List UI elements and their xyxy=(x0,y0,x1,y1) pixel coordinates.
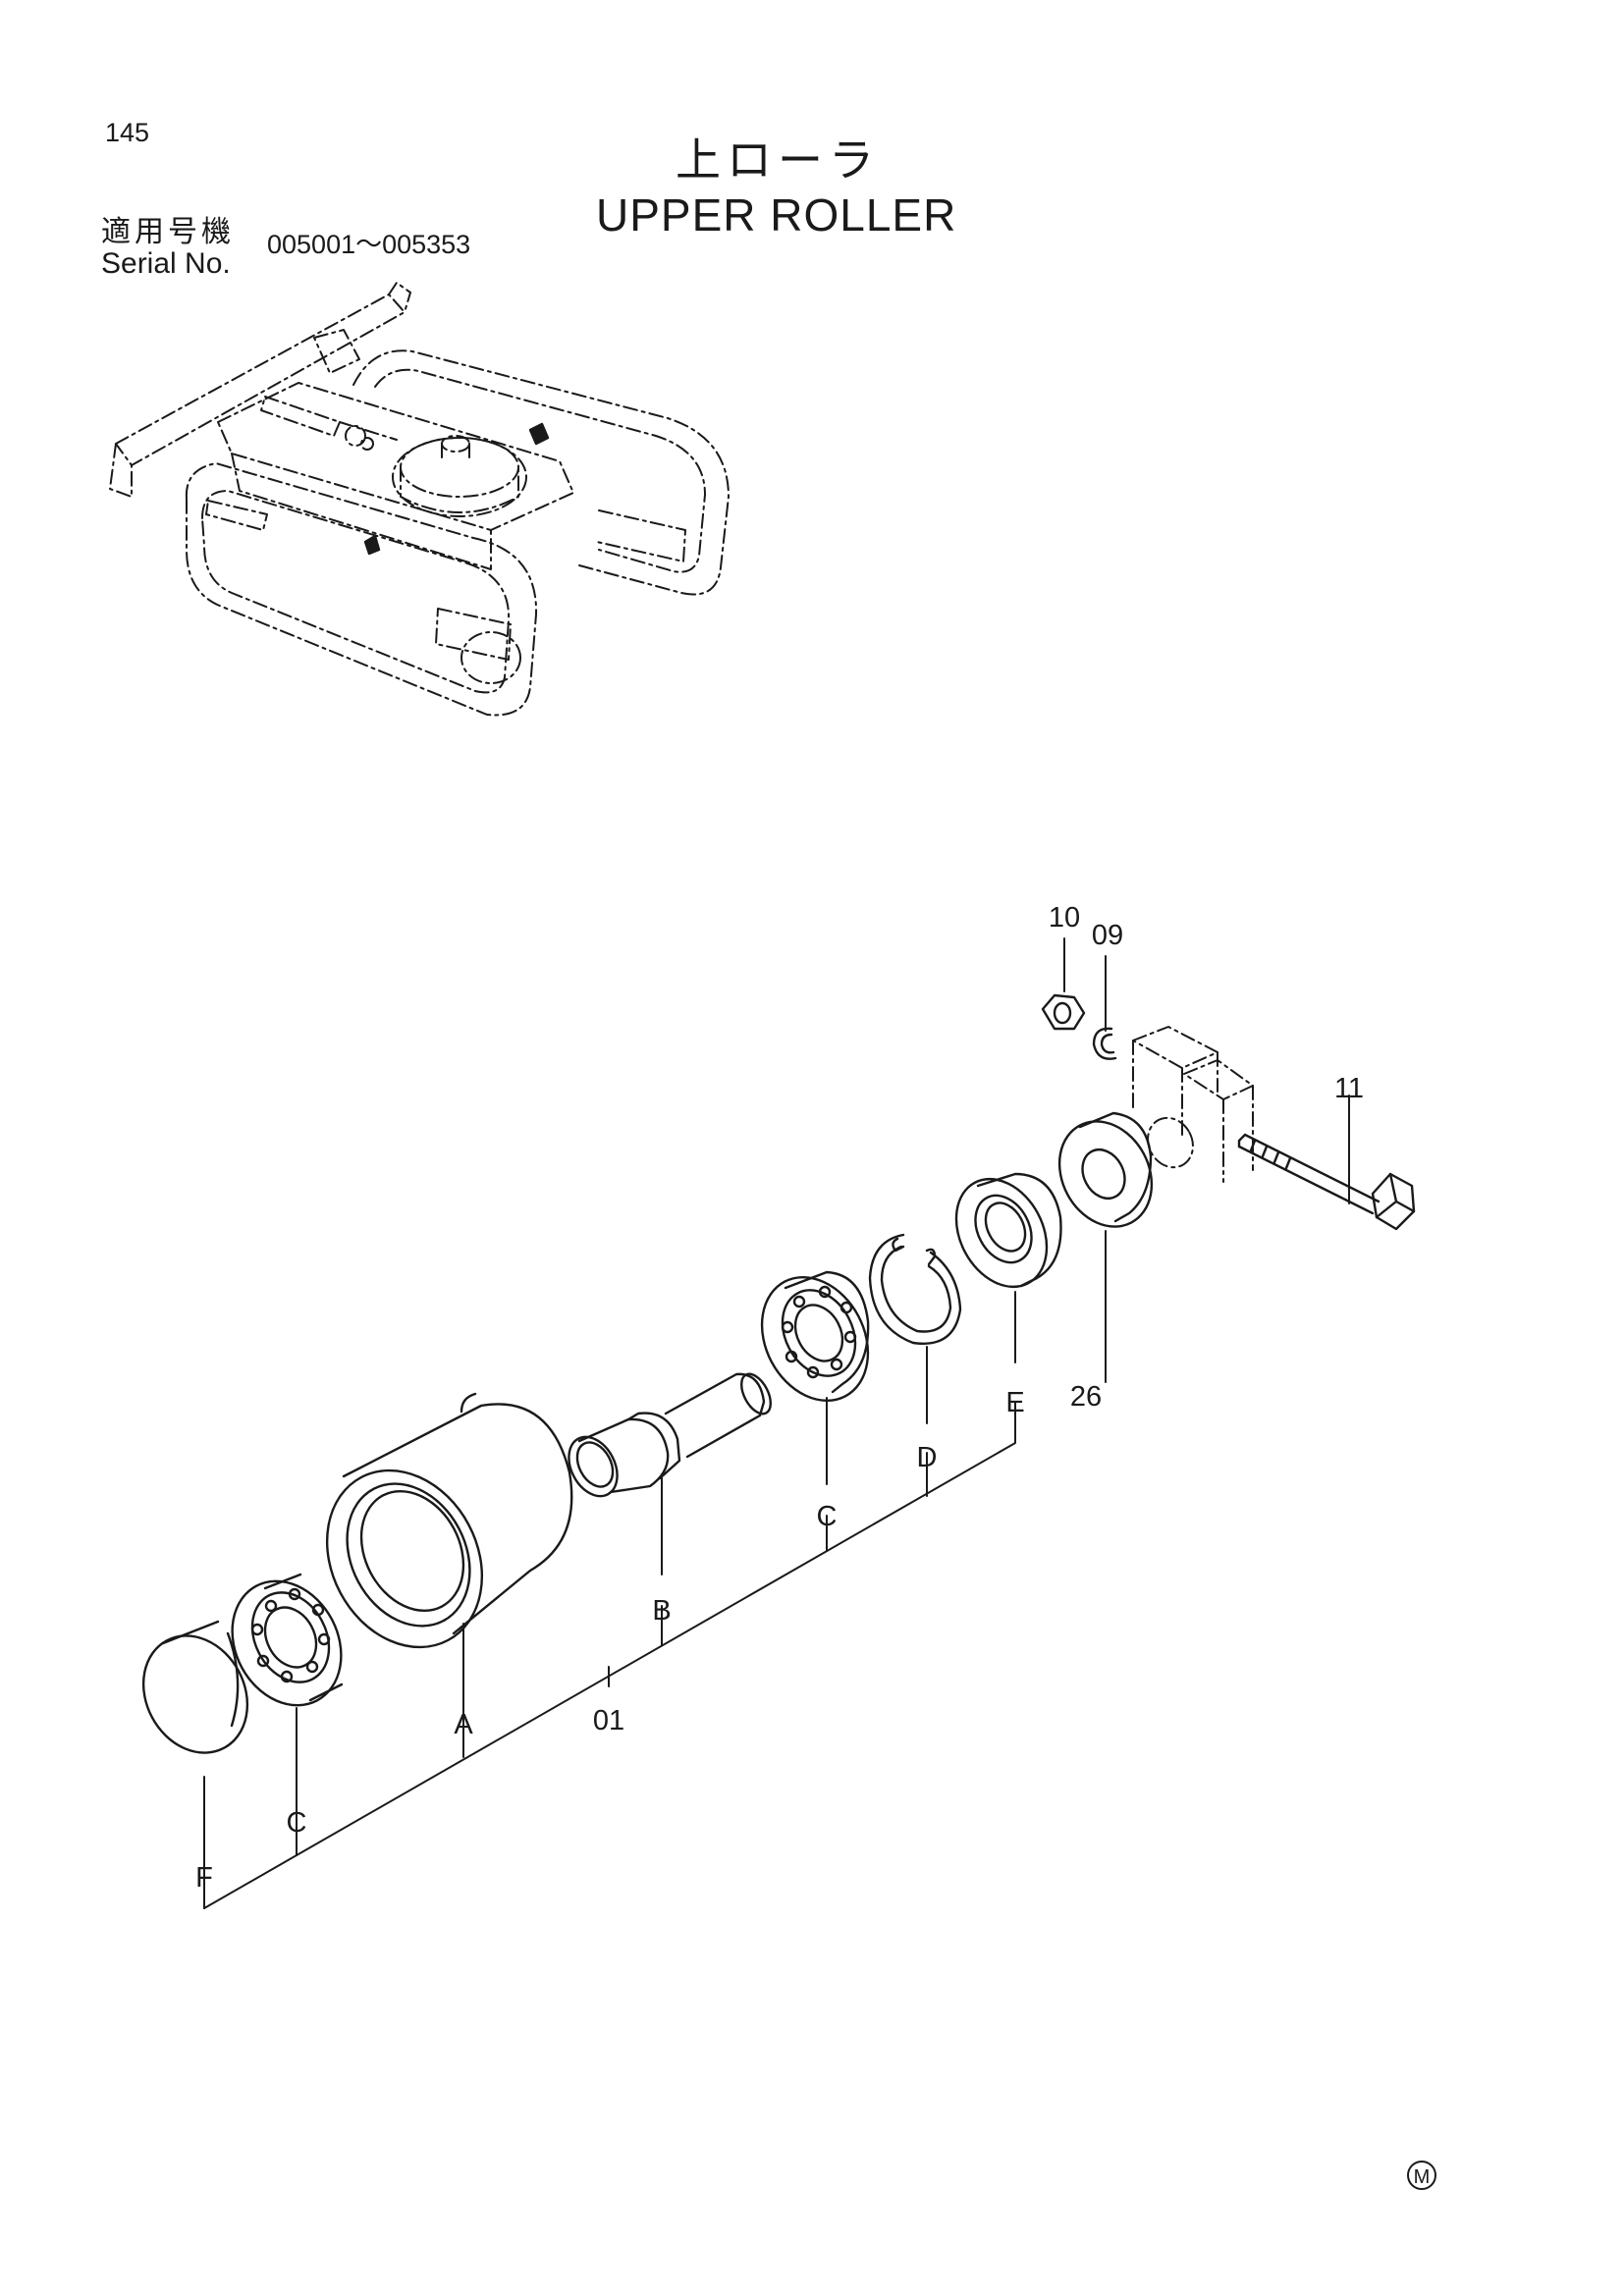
callout-shaft-b: B xyxy=(652,1595,671,1627)
collar-part xyxy=(954,1172,1062,1289)
shaft-part xyxy=(568,1372,772,1498)
callout-bearing-c-left: C xyxy=(287,1807,307,1839)
upper-roller-location-marker xyxy=(528,422,550,446)
callout-nut-10: 10 xyxy=(1049,902,1080,934)
washer-part xyxy=(1092,1027,1117,1060)
callout-bolt-11: 11 xyxy=(1334,1073,1364,1104)
serial-range: 005001～005353 xyxy=(267,230,471,259)
bolt-part xyxy=(1237,1133,1416,1231)
snap-ring-part xyxy=(868,1233,962,1345)
callout-cap-f: F xyxy=(195,1862,213,1894)
bearing-part-right xyxy=(760,1270,870,1403)
callout-snap-ring-d: D xyxy=(917,1442,938,1473)
lower-roller-location-marker xyxy=(363,534,381,556)
bearing-part-left xyxy=(231,1573,344,1707)
mounting-bracket xyxy=(1132,1026,1254,1183)
manufacturer-mark-letter: M xyxy=(1414,2166,1431,2188)
callout-washer-09: 09 xyxy=(1092,920,1123,951)
undercarriage-overview xyxy=(109,282,730,717)
seal-part xyxy=(1057,1111,1154,1228)
page-number: 145 xyxy=(105,118,150,147)
callout-seal-26: 26 xyxy=(1070,1381,1102,1413)
manufacturer-mark: M xyxy=(1407,2161,1436,2190)
page-title: UPPER ROLLER xyxy=(596,189,957,240)
roller-body-part xyxy=(325,1392,573,1649)
callout-collar-e: E xyxy=(1005,1387,1024,1418)
page-title-japanese: 上ローラ xyxy=(676,134,880,186)
cap-part xyxy=(141,1620,249,1754)
serial-label-japanese: 適用号機 xyxy=(101,216,235,248)
serial-label: Serial No. xyxy=(101,247,231,280)
callout-bearing-c-right: C xyxy=(817,1501,838,1532)
callout-assembly-01: 01 xyxy=(593,1705,624,1736)
callout-leader-lines xyxy=(203,937,1350,1909)
callout-roller-body-a: A xyxy=(454,1709,473,1740)
nut-part xyxy=(1041,993,1086,1031)
